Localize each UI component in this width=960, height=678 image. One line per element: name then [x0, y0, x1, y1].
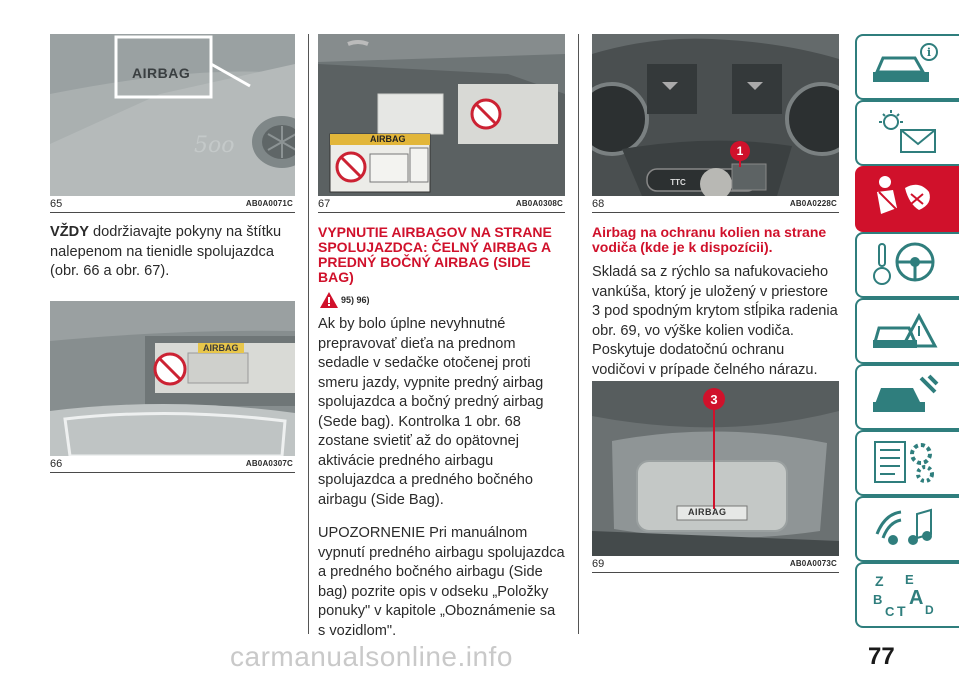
tab-safety[interactable]: [855, 166, 959, 232]
seatbelt-airbag-safety-icon: [877, 176, 930, 214]
figure-code: AB0A0073C: [789, 559, 837, 568]
warning-lights-message-icon: [879, 110, 936, 153]
svg-text:E: E: [905, 572, 914, 587]
emphasis-word: VŽDY: [50, 224, 89, 240]
fiat-500-emblem: 5oo: [194, 133, 235, 158]
tab-maintenance[interactable]: [855, 364, 959, 430]
section-heading: Airbag na ochranu kolien na strane vodič…: [592, 224, 827, 255]
svg-text:B: B: [873, 592, 882, 607]
tab-starting-driving[interactable]: [855, 232, 959, 298]
paragraph-deactivation: Ak by bolo úplne nevyhnutné prepravovať …: [318, 316, 544, 508]
figure-code: AB0A0307C: [245, 459, 293, 468]
car-dashboard-info-icon: i: [873, 43, 938, 82]
chapter-tabs: i: [850, 0, 960, 678]
figure-67-airbag-label: AIRBAG: [370, 134, 406, 144]
key-steering-wheel-icon: [873, 242, 935, 285]
tab-dashboard[interactable]: i: [855, 34, 959, 100]
figure-69-airbag-label: AIRBAG: [688, 507, 727, 517]
column-2: AIRBAG 67 AB0A0308C VYPNUTIE AIRBAGOV NA…: [318, 34, 565, 641]
figure-code: AB0A0071C: [245, 199, 293, 208]
figure-number: 65: [50, 198, 63, 210]
figure-number: 68: [592, 198, 605, 210]
warning-triangle-icon: [320, 292, 338, 308]
car-maintenance-icon: [873, 374, 939, 412]
warning-references: 95) 96): [318, 291, 565, 309]
column-divider: [578, 34, 579, 634]
svg-text:C: C: [885, 604, 895, 618]
multimedia-audio-icon: [875, 508, 932, 545]
figure-number: 66: [50, 458, 63, 470]
marker-1: 1: [737, 144, 744, 158]
svg-text:D: D: [925, 603, 934, 617]
figure-65-image: 5oo AIRBAG: [50, 34, 295, 196]
visor-instruction: VŽDY dodržiavajte pokyny na štítku nalep…: [50, 224, 282, 279]
tab-warning-lights[interactable]: [855, 100, 959, 166]
figure-code: AB0A0228C: [789, 199, 837, 208]
watermark: carmanualsonline.info: [230, 641, 513, 672]
column-1: 5oo AIRBAG 65 AB0A0071C VŽDY dodržiavajt…: [50, 34, 295, 473]
ttc-button-label: TTC: [670, 178, 686, 187]
figure-69-caption: 69 AB0A0073C: [592, 556, 839, 573]
column-divider: [308, 34, 309, 634]
tab-multimedia[interactable]: [855, 496, 959, 562]
paragraph-knee-airbag: Skladá sa z rýchlo sa nafukovacieho vank…: [592, 264, 838, 378]
warning-refs-text: 95) 96): [341, 295, 370, 305]
column-3: 1 TTC 68 AB0A0228C Airbag na ochranu kol…: [592, 34, 839, 573]
figure-65-airbag-label: AIRBAG: [132, 65, 191, 81]
figure-number: 69: [592, 558, 605, 570]
marker-3: 3: [710, 392, 717, 407]
figure-67-caption: 67 AB0A0308C: [318, 196, 565, 213]
figure-code: AB0A0308C: [515, 199, 563, 208]
page-number: 77: [868, 643, 895, 670]
section-heading: VYPNUTIE AIRBAGOV NA STRANE SPOLUJAZDCA:…: [318, 224, 552, 285]
svg-text:T: T: [897, 603, 906, 618]
figure-69-image: 3 AIRBAG: [592, 381, 839, 556]
tab-index[interactable]: Z E B A C T D: [855, 562, 959, 628]
checklist-gears-icon: [874, 441, 934, 483]
figure-68-image: 1 TTC: [592, 34, 839, 196]
svg-text:Z: Z: [875, 573, 884, 589]
figure-66-image: AIRBAG: [50, 301, 295, 456]
figure-66-airbag-label: AIRBAG: [198, 343, 244, 353]
figure-65-caption: 65 AB0A0071C: [50, 196, 295, 213]
svg-text:i: i: [927, 46, 931, 59]
paragraph-note: UPOZORNENIE Pri manuálnom vypnutí predné…: [318, 525, 565, 639]
figure-68-caption: 68 AB0A0228C: [592, 196, 839, 213]
car-breakdown-icon: [873, 312, 938, 348]
figure-66-caption: 66 AB0A0307C: [50, 456, 295, 473]
figure-67-image: AIRBAG: [318, 34, 565, 196]
figure-number: 67: [318, 198, 331, 210]
tab-technical-data[interactable]: [855, 430, 959, 496]
alphabetical-index-icon: Z E B A C T D: [873, 572, 934, 618]
svg-text:A: A: [909, 587, 923, 609]
tab-emergency[interactable]: [855, 298, 959, 364]
